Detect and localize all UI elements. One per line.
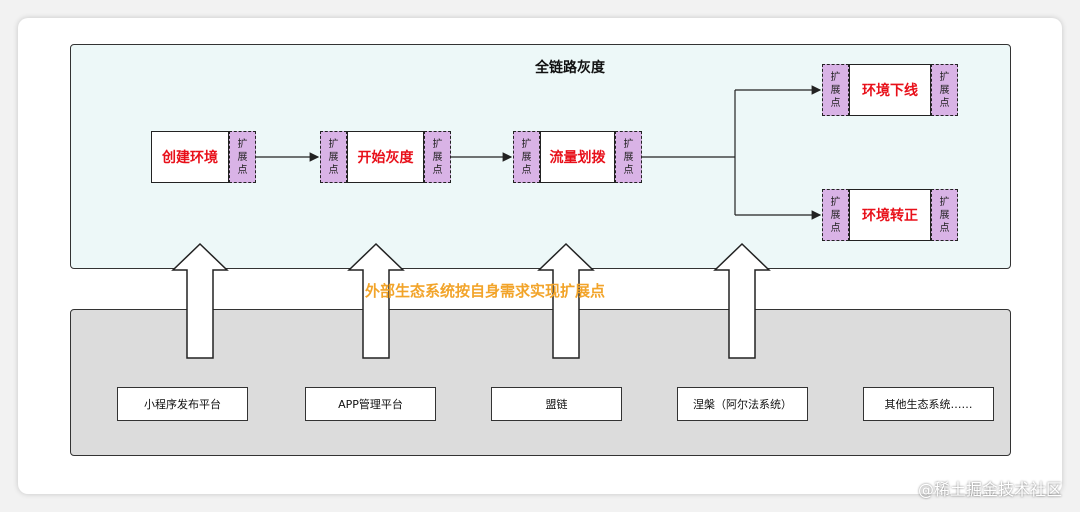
- site-watermark: @稀土掘金技术社区: [917, 480, 1062, 499]
- extension-caption: 外部生态系统按自身需求实现扩展点: [364, 282, 605, 300]
- upward-arrow-4: [713, 242, 771, 359]
- external-ecosystem-panel: [70, 309, 1011, 456]
- extension-point: 扩展点: [931, 64, 958, 116]
- stage-traffic-allocation-label: 流量划拨: [540, 131, 615, 183]
- extension-point: 扩展点: [615, 131, 642, 183]
- stage-env-promote: 扩展点 环境转正 扩展点: [822, 189, 958, 241]
- stage-start-gray-label: 开始灰度: [347, 131, 424, 183]
- extension-point: 扩展点: [822, 64, 849, 116]
- stage-create-env: 创建环境 扩展点: [151, 131, 256, 183]
- extension-point: 扩展点: [229, 131, 256, 183]
- ecosystem-mini-program-platform: 小程序发布平台: [117, 387, 248, 421]
- extension-point: 扩展点: [513, 131, 540, 183]
- ecosystem-app-platform: APP管理平台: [305, 387, 436, 421]
- stage-env-offline-label: 环境下线: [849, 64, 931, 116]
- ecosystem-alliance-chain: 盟链: [491, 387, 622, 421]
- stage-env-promote-label: 环境转正: [849, 189, 931, 241]
- upward-arrow-3: [537, 242, 595, 359]
- stage-env-offline: 扩展点 环境下线 扩展点: [822, 64, 958, 116]
- upward-arrow-1: [171, 242, 229, 359]
- ecosystem-others: 其他生态系统……: [863, 387, 994, 421]
- extension-point: 扩展点: [320, 131, 347, 183]
- stage-traffic-allocation: 扩展点 流量划拨 扩展点: [513, 131, 642, 183]
- extension-point: 扩展点: [424, 131, 451, 183]
- diagram-title: 全链路灰度: [535, 60, 605, 76]
- ecosystem-nirvana-alpha: 涅槃（阿尔法系统）: [677, 387, 808, 421]
- extension-point: 扩展点: [931, 189, 958, 241]
- extension-point: 扩展点: [822, 189, 849, 241]
- stage-start-gray: 扩展点 开始灰度 扩展点: [320, 131, 451, 183]
- upward-arrow-2: [347, 242, 405, 359]
- stage-create-env-label: 创建环境: [151, 131, 229, 183]
